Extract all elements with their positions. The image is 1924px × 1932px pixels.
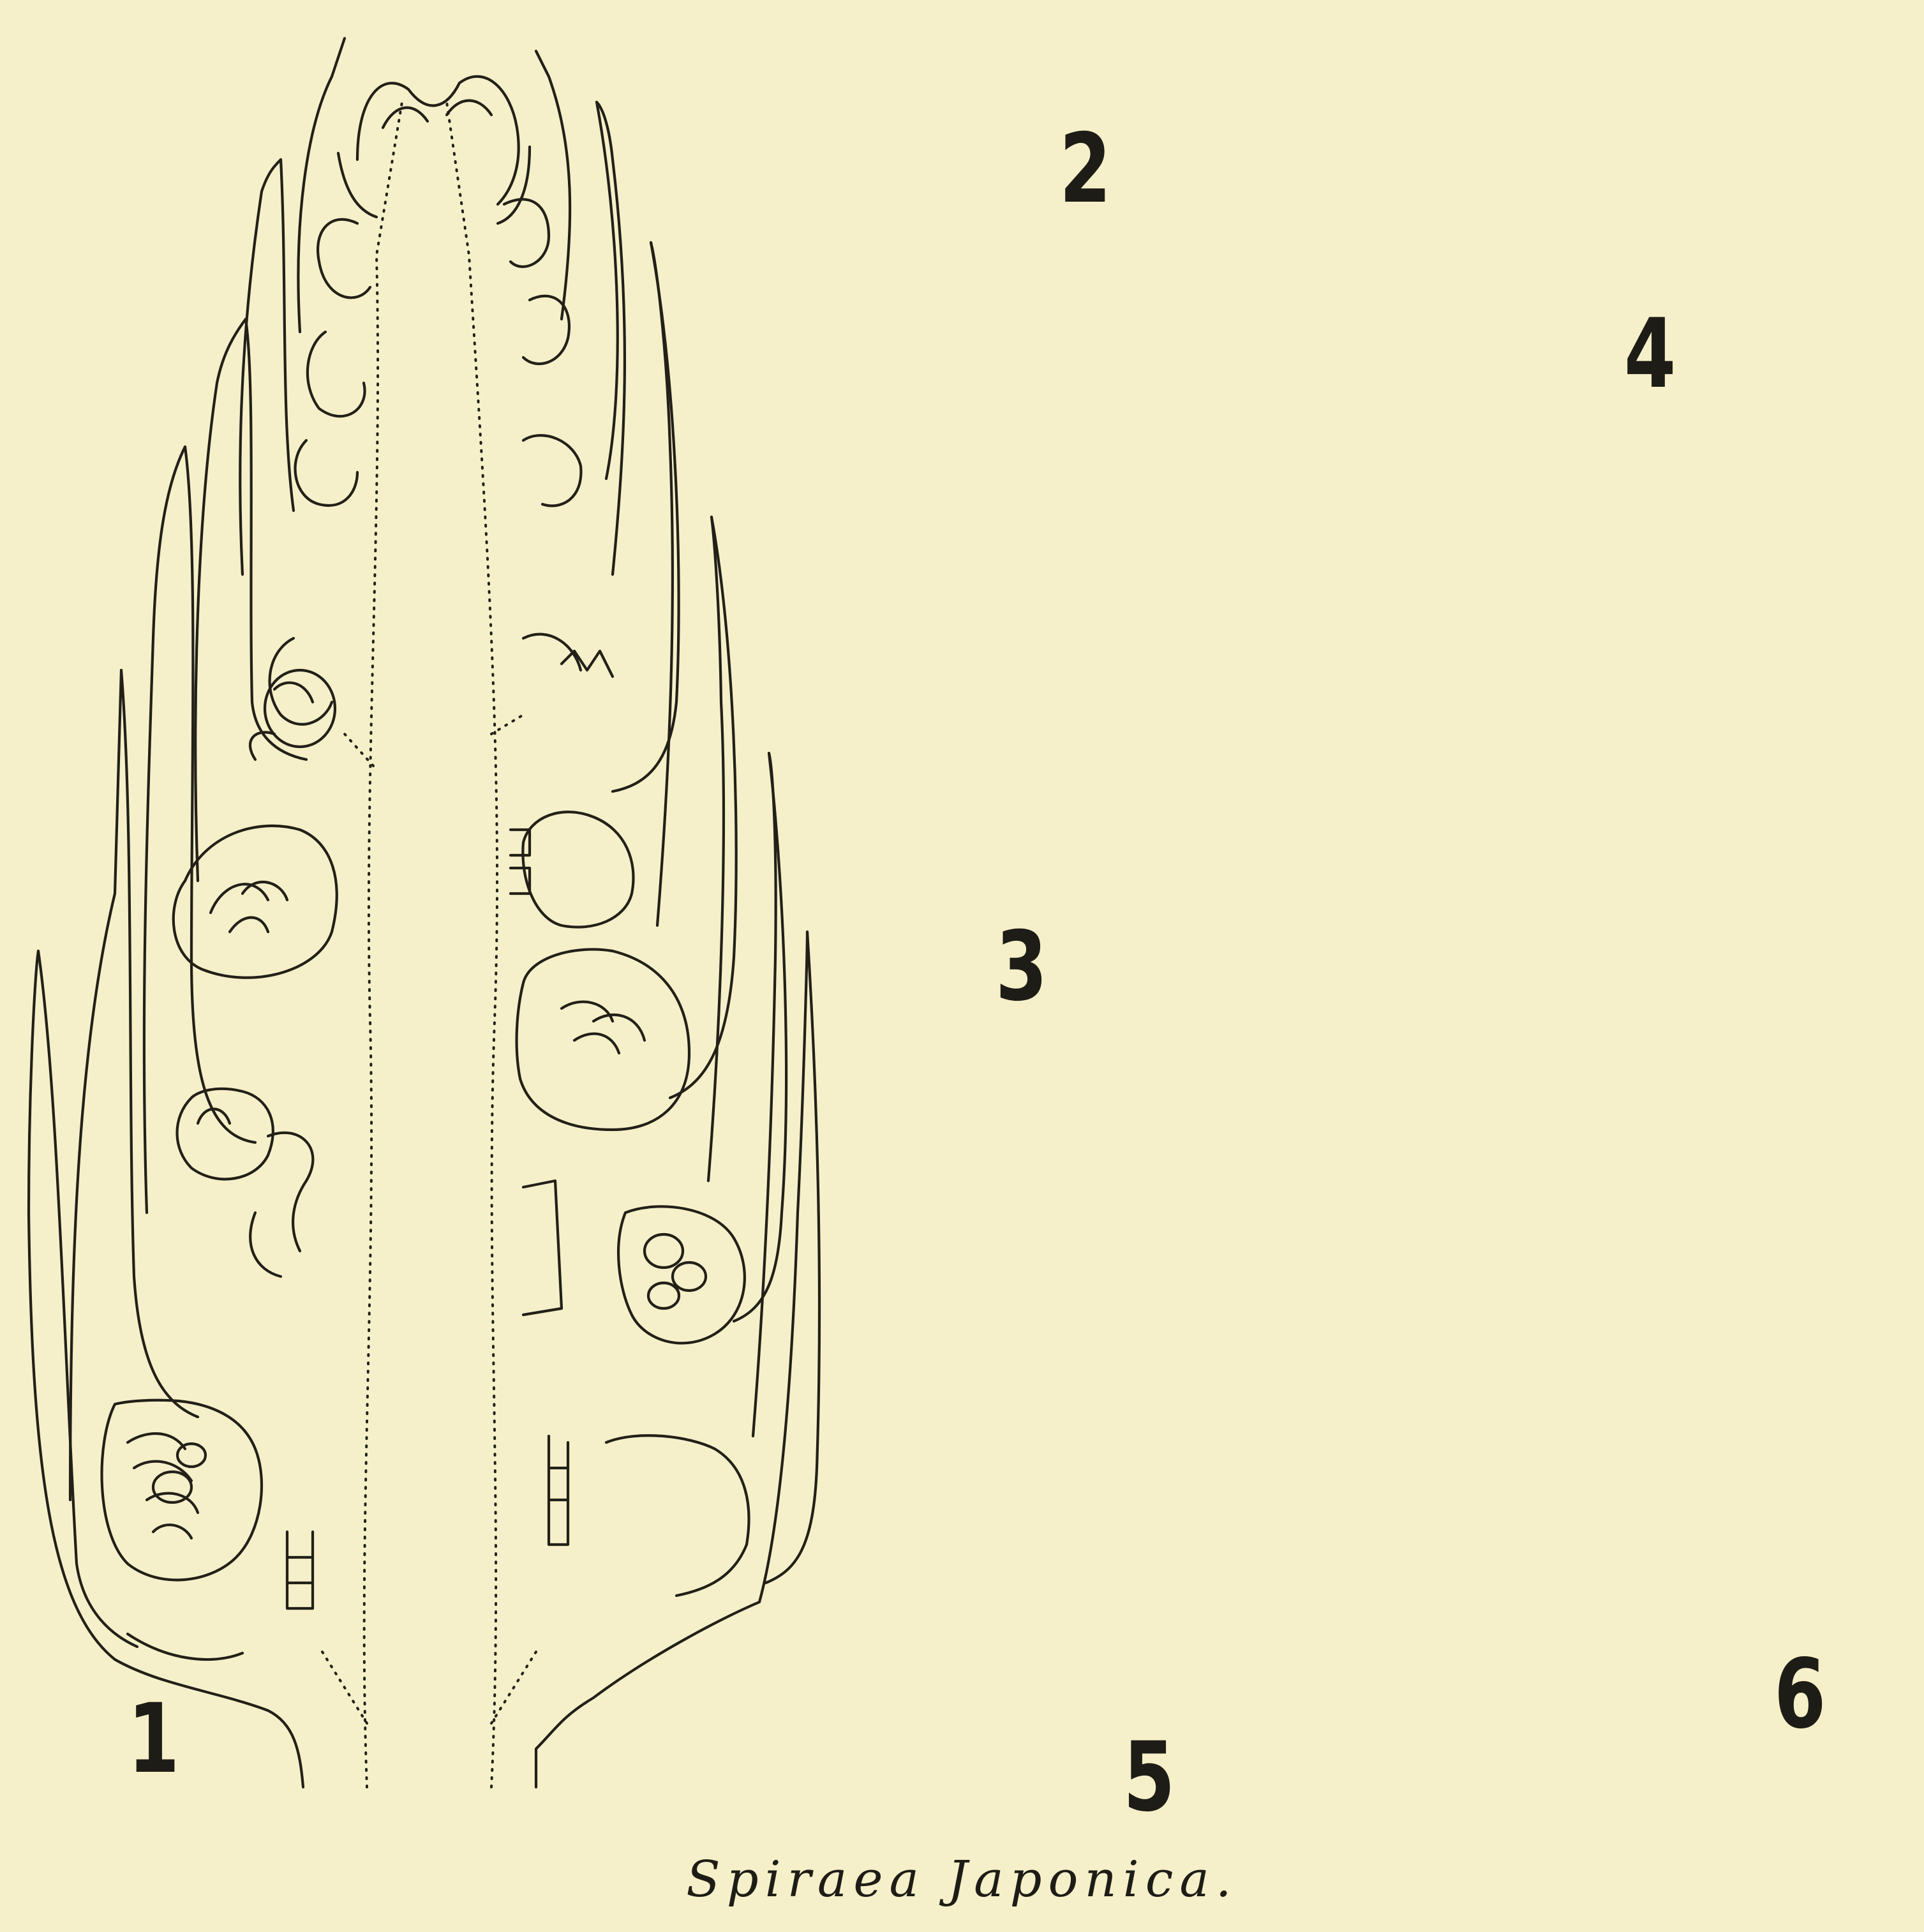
- figure-1-label: 1: [128, 1691, 179, 1787]
- figure-2-label: 2: [1059, 121, 1111, 217]
- figure-3-label: 3: [996, 919, 1047, 1015]
- plate-caption: Spiraea Japonica.: [0, 1851, 1924, 1908]
- figure-1-drawing: [29, 38, 819, 1787]
- figure-5-label: 5: [1123, 1730, 1175, 1825]
- figure-4-label: 4: [1624, 306, 1676, 402]
- figure-6-label: 6: [1774, 1647, 1826, 1742]
